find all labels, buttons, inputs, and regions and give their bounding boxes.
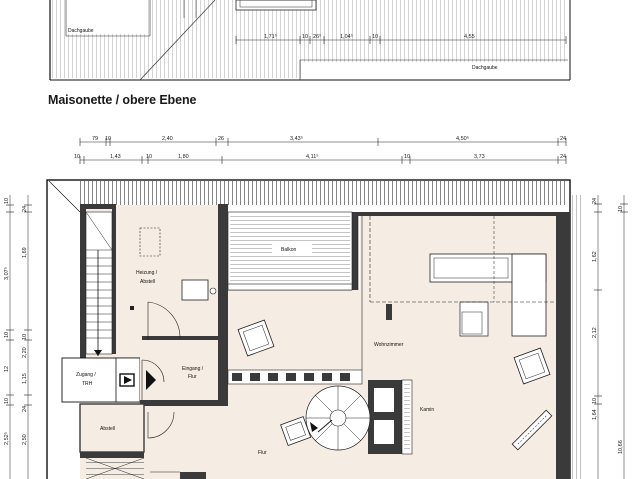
upper-dim-2: 10 xyxy=(302,34,308,40)
top-dimension-chains: 79 10 2,40 26 3,43⁵ 4,50⁵ 24 10 1,43 10 … xyxy=(74,135,567,164)
upper-dim-4: 1,04⁵ xyxy=(340,33,353,40)
left-dim-1: 10 xyxy=(4,198,10,204)
left-dim-7: 10 xyxy=(22,334,28,340)
dachgaube-left-label: Dachgaube xyxy=(68,28,94,34)
room-label-eingang: Eingang / xyxy=(182,366,204,372)
room-label-wohnzimmer: Wohnzimmer xyxy=(374,342,404,348)
top2-dim-d: 1,80 xyxy=(178,154,189,160)
left-dim-4: 3,07⁵ xyxy=(3,267,10,280)
top2-dim-c: 10 xyxy=(146,154,152,160)
room-label-heizung-abstell: Abstell xyxy=(140,279,155,285)
left-dim-3: 1,69 xyxy=(22,247,28,258)
upper-dim-6: 4,55 xyxy=(464,34,475,40)
top1-dim-f: 4,50⁵ xyxy=(456,135,469,142)
right-dim-6: 10,66 xyxy=(618,440,624,454)
upper-plan: Dachgaube Dachgaube 1,71⁵ 10 26⁵ 1,04⁵ 1… xyxy=(49,0,571,81)
right-dim-4: 2,12 xyxy=(592,327,598,338)
room-label-eingang-flur: Flur xyxy=(188,374,197,380)
dachgaube-right-label: Dachgaube xyxy=(472,65,498,71)
room-label-zugang: Zugang / xyxy=(76,372,96,378)
left-dim-12: 2,52⁵ xyxy=(3,432,10,445)
right-dim-2: 10 xyxy=(618,206,624,212)
roof-slope-top xyxy=(60,181,568,205)
right-dim-7: 10 xyxy=(592,398,598,404)
upper-dim-5: 10 xyxy=(372,34,378,40)
upper-dim-3: 26⁵ xyxy=(313,33,321,40)
top1-dim-c: 2,40 xyxy=(162,136,173,142)
left-dim-2: 24 xyxy=(22,206,28,212)
right-dim-1: 24 xyxy=(592,198,598,204)
room-label-kamin: Kamin xyxy=(420,407,434,413)
left-dim-13: 2,50 xyxy=(22,434,28,445)
top2-dim-h: 24 xyxy=(560,154,566,160)
left-dimension-chain: 10 24 1,69 3,07⁵ 10 2,20 10 12 1,15 10 2… xyxy=(3,195,32,479)
left-dim-5: 10 xyxy=(4,332,10,338)
room-label-trh: TRH xyxy=(82,381,93,387)
room-label-abstell: Abstell xyxy=(100,426,115,432)
top2-dim-e: 4,11⁵ xyxy=(306,153,319,160)
room-label-flur: Flur xyxy=(258,450,267,456)
left-dim-11: 24 xyxy=(22,406,28,412)
plan-title: Maisonette / obere Ebene xyxy=(48,93,197,107)
right-dim-3: 1,62 xyxy=(592,251,598,262)
room-label-heizung: Heizung / xyxy=(136,270,158,276)
left-dim-10: 10 xyxy=(4,398,10,404)
right-dim-5: 1,64 xyxy=(592,409,598,420)
top2-dim-a: 10 xyxy=(74,154,80,160)
right-dimension-chain: 24 10 1,62 2,12 1,64 10,66 10 xyxy=(592,195,628,479)
room-label-balkon: Balkon xyxy=(281,247,297,253)
top2-dim-f: 10 xyxy=(404,154,410,160)
upper-dim-1: 1,71⁵ xyxy=(264,33,277,40)
left-dim-9: 1,15 xyxy=(22,373,28,384)
top2-dim-g: 3,73 xyxy=(474,154,485,160)
top1-dim-a: 79 xyxy=(92,136,98,142)
top2-dim-b: 1,43 xyxy=(110,154,121,160)
top1-dim-e: 3,43⁵ xyxy=(290,135,303,142)
top1-dim-g: 24 xyxy=(560,136,566,142)
top1-dim-b: 10 xyxy=(105,136,111,142)
left-dim-8: 12 xyxy=(4,366,10,372)
main-floor-plan: Heizung / Abstell Zugang / TRH Eingang /… xyxy=(46,179,584,479)
left-dim-6: 2,20 xyxy=(22,347,28,358)
top1-dim-d: 26 xyxy=(218,136,224,142)
